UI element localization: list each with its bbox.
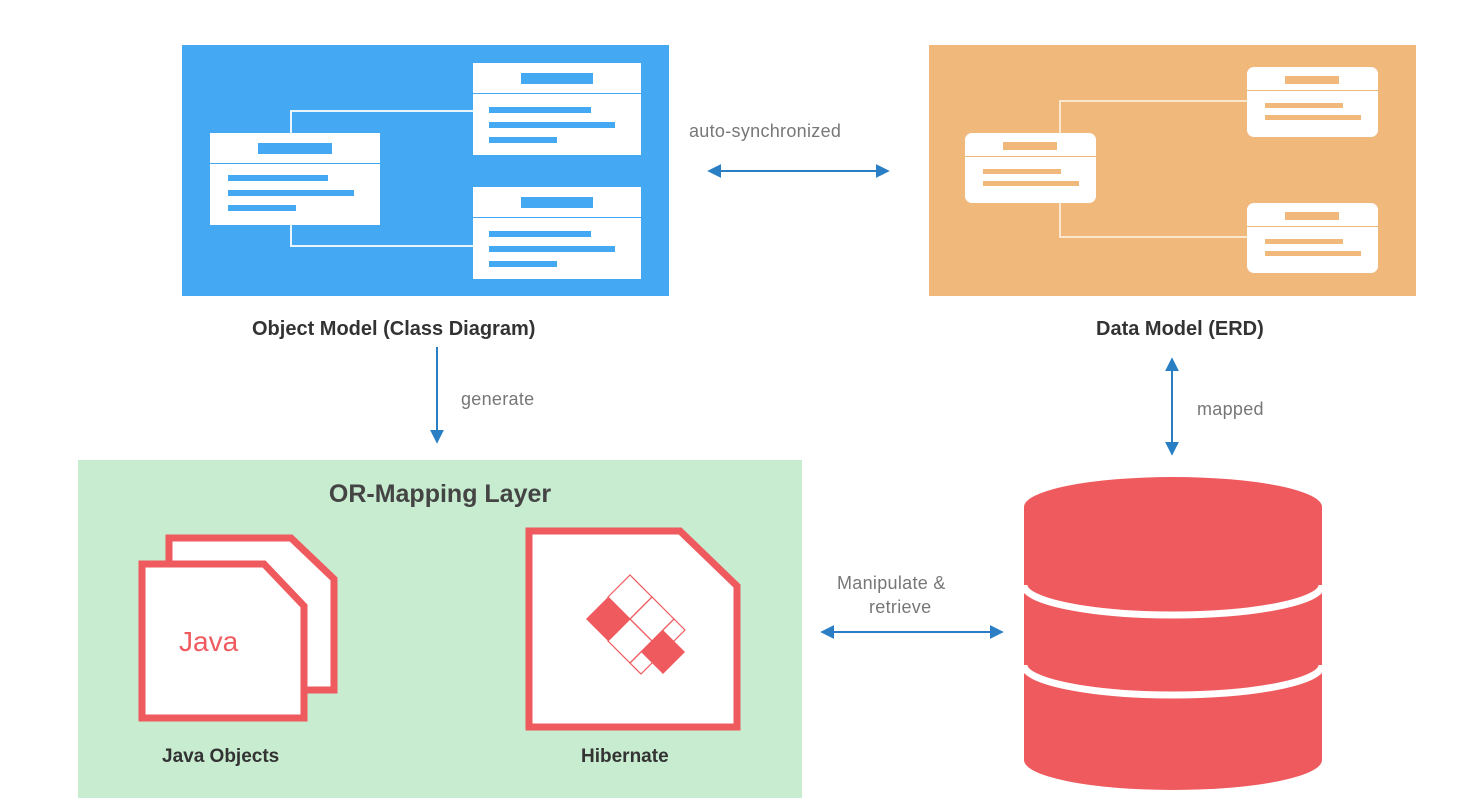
hibernate-file-icon bbox=[525, 527, 741, 731]
manipulate-edge-label-line2: retrieve bbox=[869, 597, 932, 617]
generate-edge-label: generate bbox=[461, 389, 535, 409]
object-model-label: Object Model (Class Diagram) bbox=[252, 318, 536, 340]
sync-edge-label: auto-synchronized bbox=[689, 121, 842, 141]
data-model-label: Data Model (ERD) bbox=[1096, 318, 1264, 340]
class-box bbox=[210, 133, 380, 225]
class-box bbox=[473, 187, 641, 279]
java-file-icon bbox=[138, 534, 338, 722]
manipulate-edge-label-line1: Manipulate & bbox=[837, 573, 946, 593]
or-mapping-layer: OR-Mapping Layer Java Java Objects Hiber… bbox=[78, 460, 802, 798]
entity-box bbox=[965, 133, 1096, 203]
entity-box bbox=[1247, 67, 1378, 137]
hibernate-caption: Hibernate bbox=[581, 746, 669, 767]
java-objects-caption: Java Objects bbox=[162, 746, 280, 767]
database-icon bbox=[1020, 477, 1326, 790]
java-icon-text: Java bbox=[179, 626, 239, 657]
class-box bbox=[473, 63, 641, 155]
or-mapping-layer-title: OR-Mapping Layer bbox=[328, 480, 552, 508]
hibernate-logo-icon bbox=[586, 574, 686, 675]
erd-icon bbox=[929, 45, 1416, 296]
class-diagram-icon bbox=[182, 45, 669, 296]
entity-box bbox=[1247, 203, 1378, 273]
mapped-edge-label: mapped bbox=[1197, 399, 1264, 419]
